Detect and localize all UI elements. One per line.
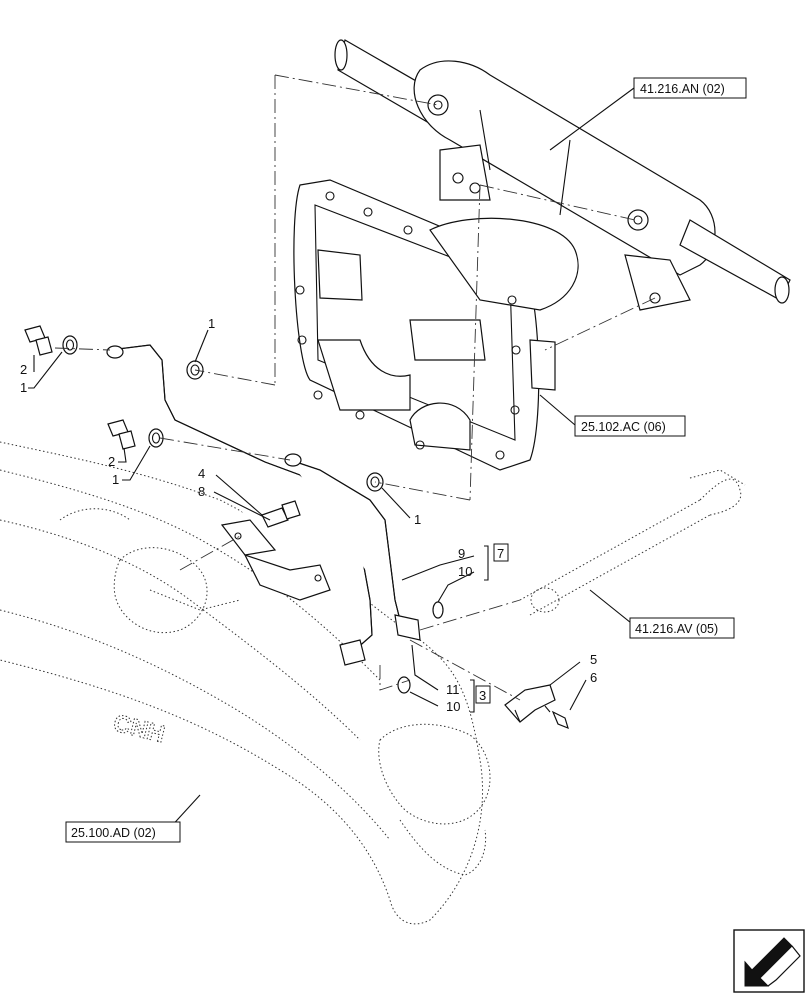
banjo-bolt-upper <box>24 325 53 356</box>
callout-9: 9 <box>458 546 465 561</box>
callout-2: 2 <box>108 454 115 469</box>
sealing-washer-1d-hole <box>370 476 380 488</box>
ref-box-front-axle[interactable] <box>65 821 181 843</box>
kit-box-3-label: 3 <box>479 688 486 703</box>
banjo-fitting-lower <box>284 453 302 467</box>
o-ring-10a <box>432 601 444 619</box>
sealing-washer-1b <box>148 428 164 448</box>
o-ring-10b <box>397 676 411 694</box>
ref-axle-housing[interactable]: 25.102.AC (06) <box>581 420 666 434</box>
sealing-washer-1c-hole <box>190 364 200 376</box>
callout-1: 1 <box>112 472 119 487</box>
ref-front-axle[interactable]: 25.100.AD (02) <box>71 826 156 840</box>
sealing-washer-1b-hole <box>151 432 161 444</box>
screw-6 <box>544 705 569 730</box>
kit-box-7 <box>493 543 509 562</box>
callout-6: 6 <box>590 670 597 685</box>
callouts: 1 2 1 2 1 4 8 1 9 10 11 10 5 6 7 3 <box>20 316 597 714</box>
leader-lines <box>28 87 637 831</box>
callout-4: 4 <box>198 466 205 481</box>
elbow-fitting <box>339 639 366 666</box>
callout-11: 11 <box>446 682 460 697</box>
callout-1: 1 <box>208 316 215 331</box>
callout-10: 10 <box>446 699 460 714</box>
callout-5: 5 <box>590 652 597 667</box>
reference-boxes[interactable]: 41.216.AN (02) 25.102.AC (06) 41.216.AV … <box>65 77 747 843</box>
steering-cylinder <box>334 39 791 311</box>
callout-1: 1 <box>20 380 27 395</box>
tee-fitting <box>394 614 421 641</box>
callout-8: 8 <box>198 484 205 499</box>
centerlines <box>54 74 656 701</box>
navigation-arrow-icon[interactable] <box>733 929 805 993</box>
sealing-washer-1a-hole <box>65 339 75 351</box>
banjo-fitting-upper <box>106 345 124 359</box>
banjo-bolt-lower <box>107 419 136 450</box>
ref-box-axle-housing[interactable] <box>574 415 686 437</box>
callout-1: 1 <box>414 512 421 527</box>
axle-logo: CNH <box>111 710 168 749</box>
ref-steering-cylinder[interactable]: 41.216.AN (02) <box>640 82 725 96</box>
bracket-8 <box>220 519 331 601</box>
kit-box-7-label: 7 <box>497 546 504 561</box>
bolt-4 <box>261 500 301 528</box>
ref-box-tie-rod[interactable] <box>629 617 735 639</box>
kit-box-3 <box>475 685 491 704</box>
axle-housing <box>293 179 579 471</box>
ref-box-steering-cylinder[interactable] <box>633 77 747 99</box>
callout-2: 2 <box>20 362 27 377</box>
tie-rod-ghost <box>519 469 746 616</box>
ref-tie-rod[interactable]: 41.216.AV (05) <box>635 622 718 636</box>
clip-5 <box>504 684 556 723</box>
sealing-washer-1a <box>62 335 78 355</box>
callout-10: 10 <box>458 564 472 579</box>
